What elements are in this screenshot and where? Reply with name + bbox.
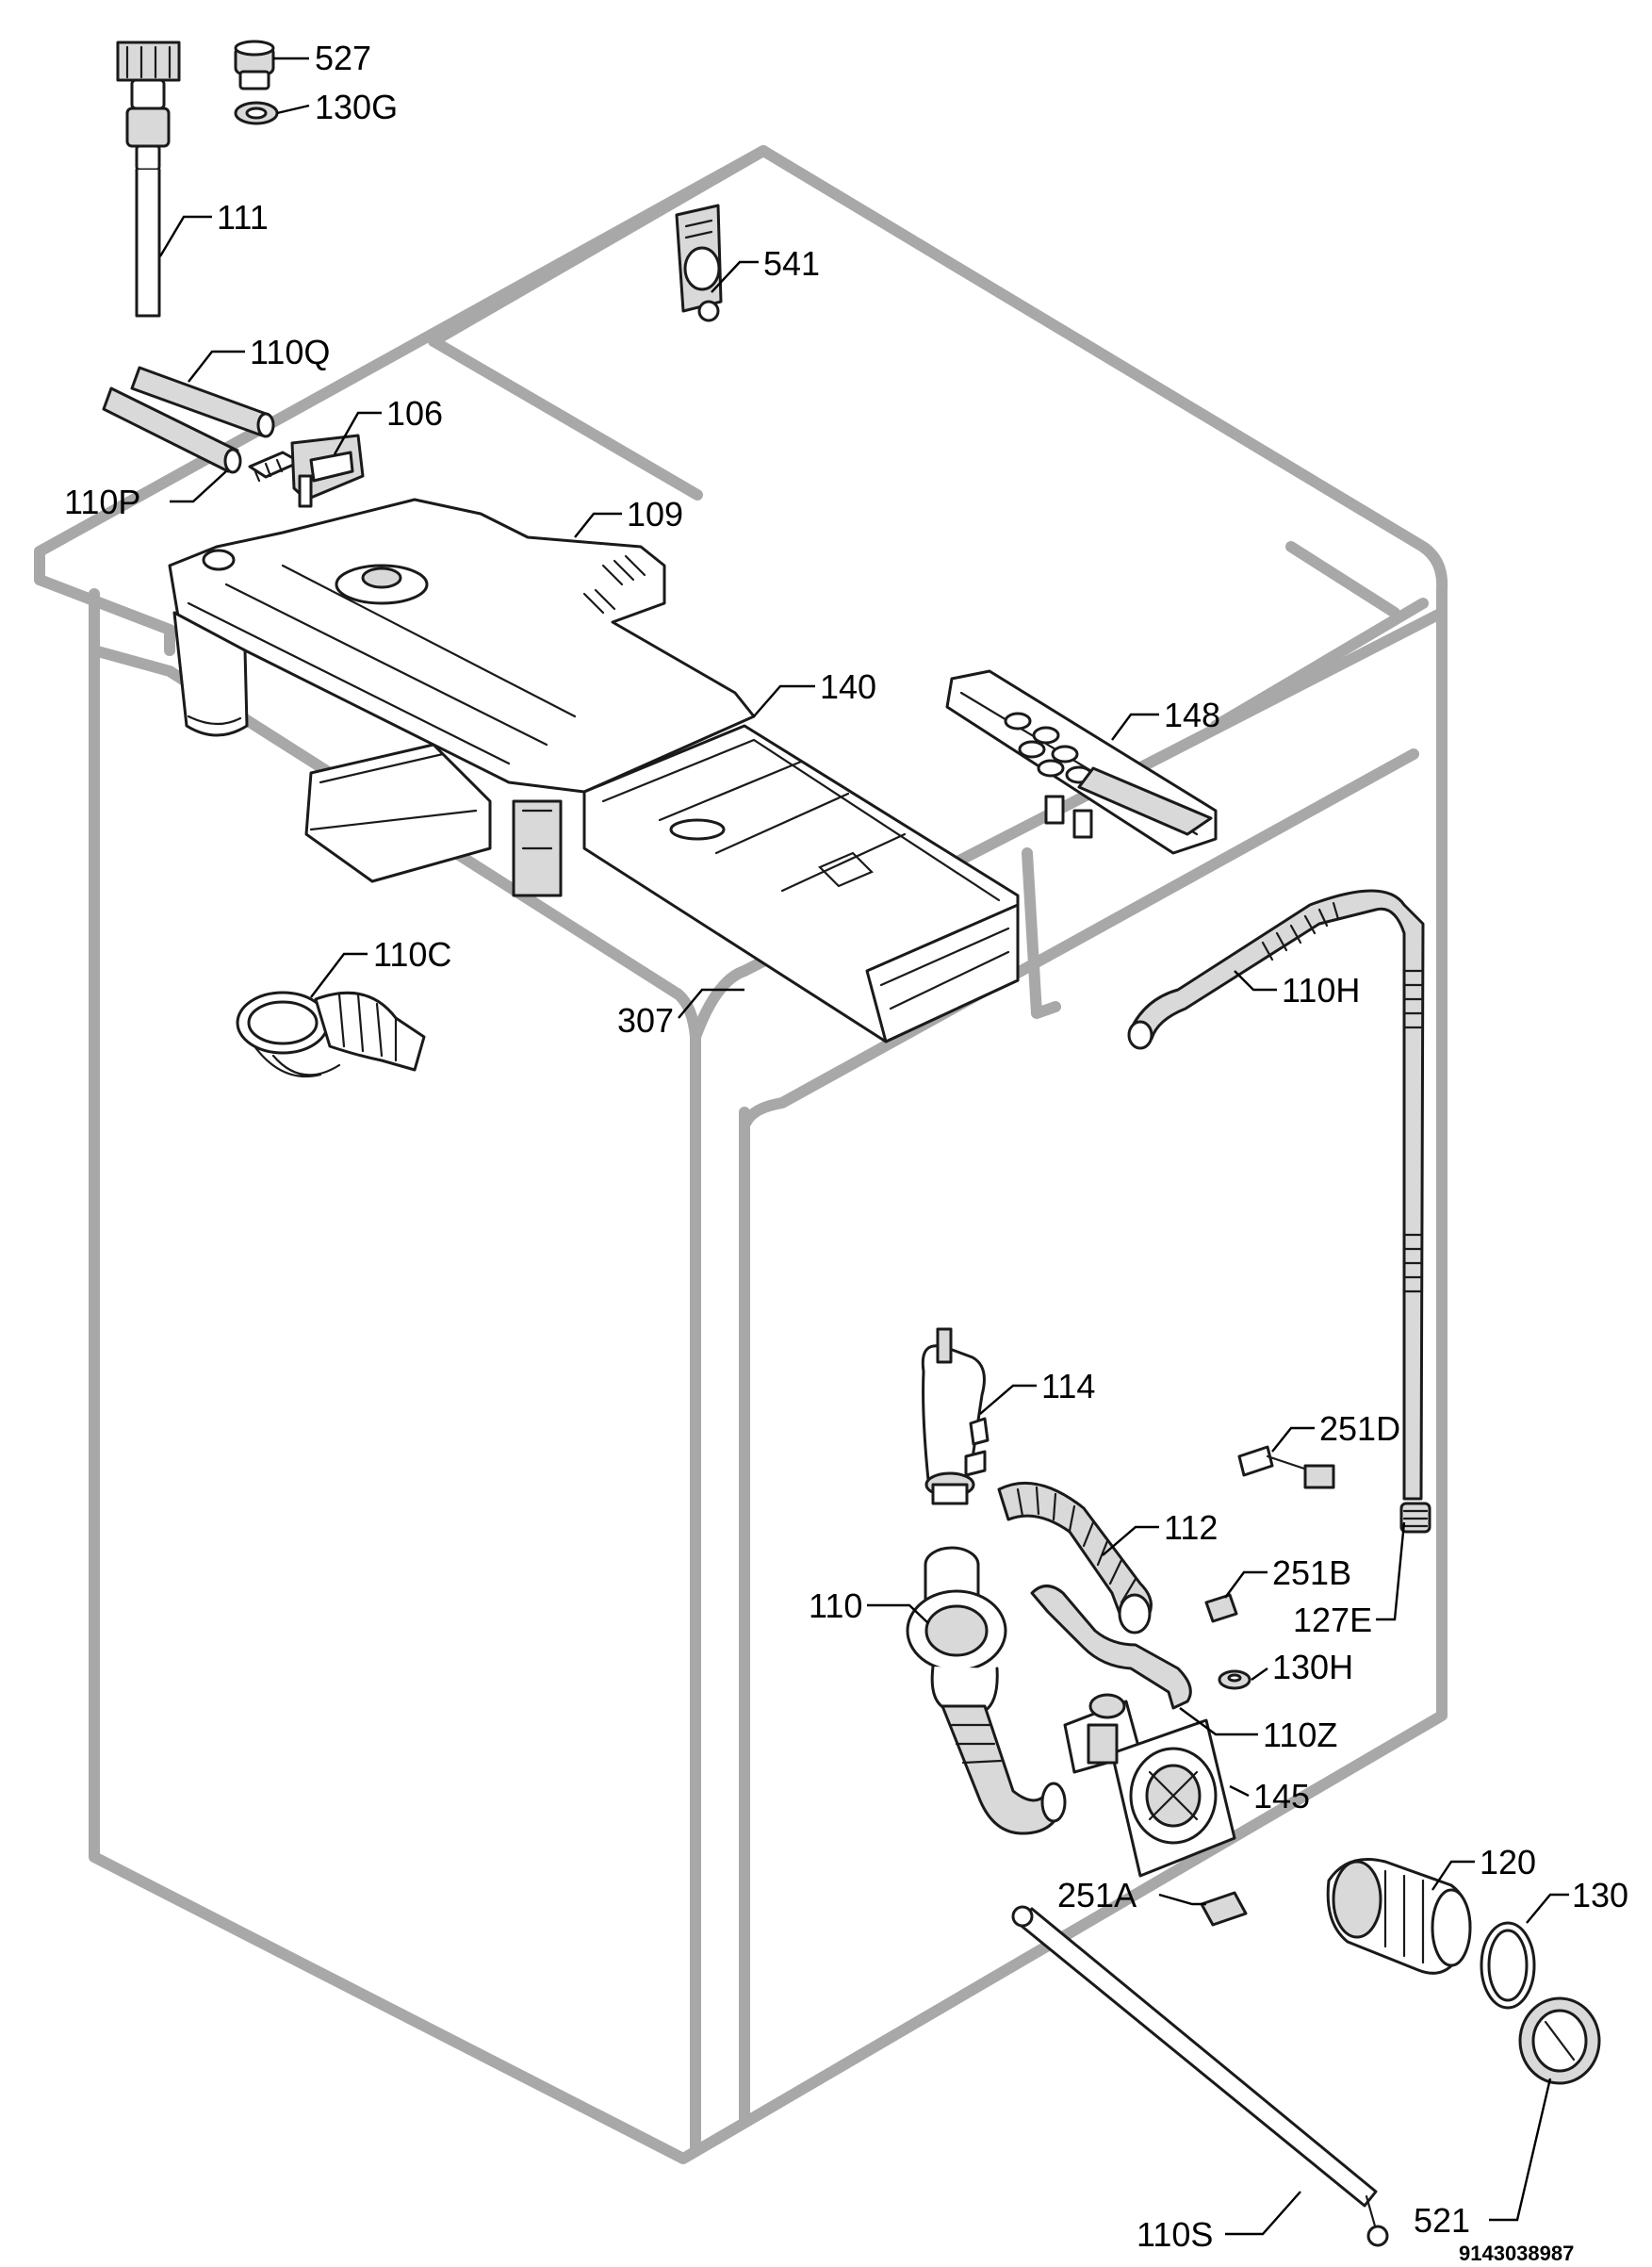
callout-110P: 110P — [64, 483, 140, 521]
hose-110P — [102, 386, 242, 474]
pump-145 — [1063, 1693, 1236, 1878]
grommet-130H — [1218, 1669, 1251, 1690]
callout-140: 140 — [820, 667, 876, 706]
cap-521 — [1518, 1996, 1601, 2085]
document-number: 9143038987 — [1459, 2242, 1574, 2262]
callout-labels: 527 130G 111 541 110Q 106 110P 109 140 1… — [64, 39, 1628, 2265]
callout-120: 120 — [1480, 1843, 1536, 1881]
washer-130G — [234, 101, 279, 125]
hose-end-127E — [1399, 1502, 1431, 1534]
callout-109: 109 — [627, 495, 683, 534]
callout-527: 527 — [315, 39, 371, 77]
inlet-hose-111 — [116, 41, 181, 318]
dispenser-drawer-140 — [582, 724, 1020, 1043]
callout-541: 541 — [763, 244, 820, 283]
callout-145: 145 — [1253, 1777, 1310, 1815]
drain-rod-110S — [1011, 1905, 1389, 2247]
corrugated-hose-112 — [997, 1481, 1153, 1635]
small-hose-110Z — [1030, 1585, 1192, 1710]
drawer-panel-148 — [945, 669, 1218, 855]
callout-110: 110 — [809, 1586, 862, 1625]
callout-127E: 127E — [1293, 1601, 1372, 1639]
long-hose-110H — [1127, 889, 1425, 1501]
dispenser-housing-109 — [168, 498, 756, 794]
leader-lines — [158, 57, 1569, 2236]
wiring-251D — [1237, 1445, 1335, 1489]
valve-106 — [248, 434, 365, 508]
callout-112: 112 — [1164, 1508, 1218, 1547]
detergent-tank-left — [172, 611, 249, 737]
callout-110C: 110C — [373, 935, 451, 974]
sump-hose-110 — [906, 1546, 1067, 1835]
callout-130G: 130G — [315, 88, 398, 126]
callout-251B: 251B — [1272, 1553, 1351, 1592]
callout-130H: 130H — [1272, 1648, 1353, 1686]
hose-110Q — [130, 366, 275, 438]
lower-tray — [304, 743, 563, 897]
fitting-527 — [234, 40, 275, 90]
callout-106: 106 — [386, 394, 443, 433]
bellows-hose-110C — [236, 991, 426, 1078]
callout-114: 114 — [1041, 1367, 1095, 1405]
pressure-chamber-114 — [921, 1327, 990, 1505]
clip-251B — [1204, 1593, 1238, 1623]
callout-110Z: 110Z — [1263, 1716, 1337, 1754]
callout-251D: 251D — [1319, 1409, 1400, 1448]
callout-251A: 251A — [1057, 1876, 1137, 1914]
callout-110H: 110H — [1282, 971, 1360, 1010]
filter-120 — [1326, 1858, 1472, 1975]
callout-521: 521 — [1414, 2201, 1470, 2240]
callout-148: 148 — [1164, 696, 1220, 734]
callout-130: 130 — [1572, 1876, 1628, 1914]
cabinet-outline — [34, 145, 1448, 2164]
o-ring-130 — [1480, 1921, 1536, 2010]
callout-307: 307 — [617, 1001, 674, 1040]
clip-251A — [1200, 1891, 1248, 1927]
bracket-541 — [675, 204, 723, 322]
callout-111: 111 — [217, 198, 269, 237]
callout-110S: 110S — [1137, 2215, 1213, 2254]
callout-110Q: 110Q — [250, 333, 330, 371]
